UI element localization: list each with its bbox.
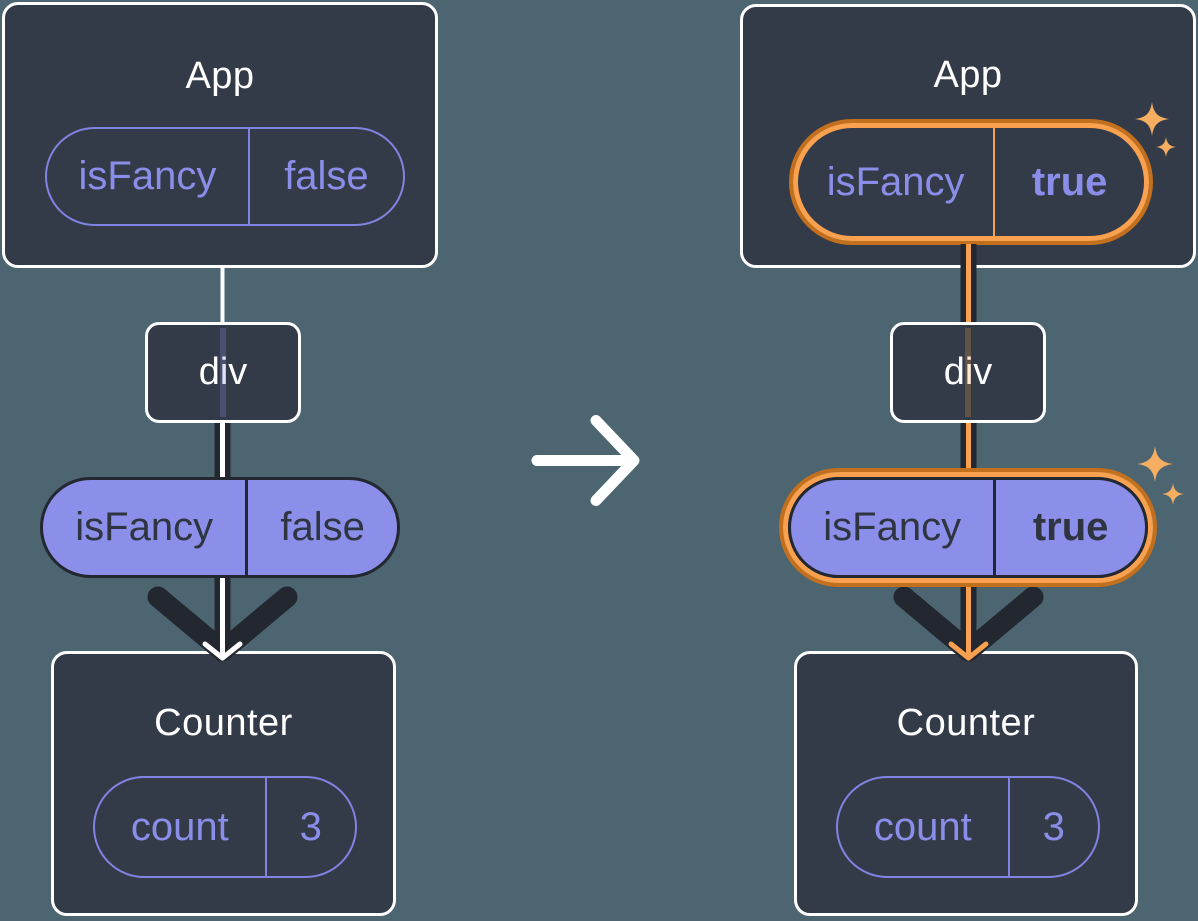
state-value-label: false [284, 154, 369, 198]
prop-key-label: isFancy [43, 480, 249, 575]
left-div-label: div [198, 351, 248, 393]
state-value-label: 3 [1042, 804, 1065, 849]
sparkle-icon [1137, 446, 1173, 482]
highlight-ring-inner: isFancy true [783, 472, 1153, 583]
left-counter-title: Counter [154, 702, 293, 744]
right-prop-highlight-ring: isFancy true [779, 468, 1157, 587]
left-counter-state-pill: count 3 [93, 776, 357, 878]
state-key-label: count [95, 778, 267, 876]
left-app-title: App [185, 55, 255, 97]
left-pill-to-counter-arrow [147, 572, 298, 662]
right-counter-state-pill: count 3 [836, 776, 1100, 878]
highlight-ring-inner: isFancy true [793, 123, 1149, 241]
right-counter-title: Counter [896, 702, 1036, 744]
prop-value-label: true [1032, 505, 1109, 549]
right-div-node: div [890, 322, 1046, 423]
state-key-label: count [838, 778, 1010, 876]
state-key-label: isFancy [798, 128, 996, 236]
state-key-label: isFancy [47, 129, 250, 224]
left-app-state-pill: isFancy false [45, 127, 405, 226]
state-value-label: true [1031, 159, 1108, 204]
left-app-card: App isFancy false [2, 2, 438, 268]
left-div-through-line [220, 328, 226, 417]
left-prop-pill: isFancy false [40, 477, 400, 578]
right-app-state-highlight-ring: isFancy true [789, 119, 1153, 245]
prop-key-label: isFancy [791, 480, 997, 575]
right-counter-card: Counter count 3 [794, 651, 1138, 916]
prop-value-label: false [280, 505, 365, 549]
right-app-title: App [933, 54, 1003, 96]
sparkle-icon [1162, 483, 1184, 505]
left-div-node: div [145, 322, 301, 423]
right-div-label: div [943, 351, 993, 393]
right-app-state-pill: isFancy true [798, 128, 1144, 236]
right-app-card: App isFancy true [740, 4, 1196, 268]
right-div-through-line [965, 328, 971, 417]
right-prop-pill: isFancy true [788, 477, 1148, 578]
left-counter-card: Counter count 3 [51, 651, 396, 916]
state-value-label: 3 [299, 804, 322, 849]
